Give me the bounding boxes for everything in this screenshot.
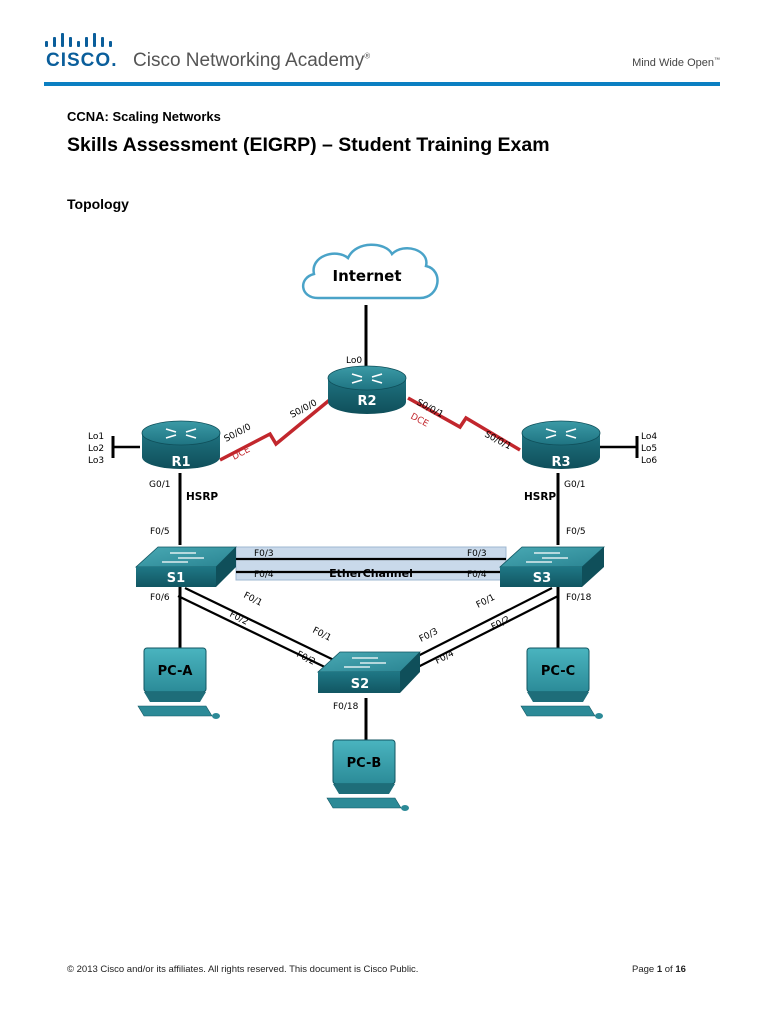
r1-g01-label: G0/1: [149, 480, 170, 490]
router-r3[interactable]: R3: [521, 420, 601, 470]
page-number: Page 1 of 16: [632, 964, 686, 975]
router-r1-label: R1: [171, 455, 190, 470]
s1-f06-label: F0/6: [150, 593, 170, 603]
switch-arrows-icon: [526, 552, 568, 563]
router-r2[interactable]: R2: [327, 365, 407, 414]
router-r2-label: R2: [357, 394, 376, 409]
switch-s2[interactable]: S2: [316, 651, 421, 693]
academy-name: Cisco Networking Academy®: [133, 50, 371, 71]
switch-s3-label: S3: [533, 571, 551, 586]
page-header: CISCO. Cisco Networking Academy® Mind Wi…: [0, 0, 768, 88]
router-arrows-icon: [545, 428, 577, 439]
router-arrows-icon: [351, 373, 383, 384]
s2-f02-label: F0/2: [295, 650, 317, 668]
pc-a[interactable]: PC-A: [137, 647, 220, 719]
s2-f03-label: F0/3: [418, 627, 440, 645]
switch-s1-label: S1: [167, 571, 185, 586]
etherchannel-label: EtherChannel: [329, 567, 413, 580]
switch-arrows-icon: [162, 552, 204, 563]
section-heading: Topology: [67, 196, 129, 212]
s3-f01-label: F0/1: [475, 593, 497, 611]
lo2-label: Lo2: [88, 444, 104, 454]
r1-hsrp-label: HSRP: [186, 491, 218, 503]
cisco-logo: CISCO.: [46, 50, 118, 71]
lo4-label: Lo4: [641, 432, 657, 442]
s1-f01-label: F0/1: [242, 591, 264, 609]
s1-f03-label: F0/3: [254, 549, 274, 559]
header-rule: [44, 82, 720, 86]
r3-s001-label: S0/0/1: [483, 430, 513, 452]
s3-f018-label: F0/18: [566, 593, 592, 603]
switch-s3[interactable]: S3: [498, 546, 606, 587]
lo3-label: Lo3: [88, 456, 104, 466]
pc-b-label: PC-B: [347, 756, 382, 771]
r1-dce-label: DCE: [231, 445, 253, 463]
switch-arrows-icon: [344, 657, 386, 668]
r3-g01-label: G0/1: [564, 480, 585, 490]
r1-s000-label: S0/0/0: [223, 422, 254, 445]
link-lines: [111, 305, 639, 740]
lo5-label: Lo5: [641, 444, 657, 454]
internet-label: Internet: [332, 267, 401, 285]
pc-b[interactable]: PC-B: [326, 739, 409, 811]
r2-dce-label: DCE: [409, 412, 431, 430]
s2-f018-label: F0/18: [333, 702, 359, 712]
topology-diagram: Internet R2 R1 R3: [88, 243, 657, 811]
lo0-label: Lo0: [346, 356, 362, 366]
s1-f04-label: F0/4: [254, 570, 274, 580]
s2-f04-label: F0/4: [434, 649, 456, 667]
cisco-logo-bars-icon: [45, 33, 112, 47]
lo6-label: Lo6: [641, 456, 657, 466]
s2-f01-label: F0/1: [311, 626, 333, 644]
pc-c-label: PC-C: [541, 664, 575, 679]
pc-c[interactable]: PC-C: [520, 647, 603, 719]
internet-cloud: Internet: [302, 243, 439, 300]
router-r1[interactable]: R1: [141, 420, 221, 470]
r3-hsrp-label: HSRP: [524, 491, 556, 503]
router-r3-label: R3: [551, 455, 570, 470]
course-name: CCNA: Scaling Networks: [67, 109, 221, 124]
router-arrows-icon: [165, 428, 197, 439]
lo1-label: Lo1: [88, 432, 104, 442]
switch-s2-label: S2: [351, 677, 369, 692]
s3-f05-label: F0/5: [566, 527, 586, 537]
switch-s1[interactable]: S1: [134, 546, 237, 587]
s3-f03-label: F0/3: [467, 549, 487, 559]
copyright-notice: © 2013 Cisco and/or its affiliates. All …: [67, 964, 419, 975]
pc-a-label: PC-A: [158, 664, 193, 679]
s1-f05-label: F0/5: [150, 527, 170, 537]
s3-f04-label: F0/4: [467, 570, 487, 580]
page-title: Skills Assessment (EIGRP) – Student Trai…: [67, 134, 550, 156]
r2-s000-label: S0/0/0: [289, 398, 320, 421]
tagline: Mind Wide Open™: [632, 57, 720, 69]
